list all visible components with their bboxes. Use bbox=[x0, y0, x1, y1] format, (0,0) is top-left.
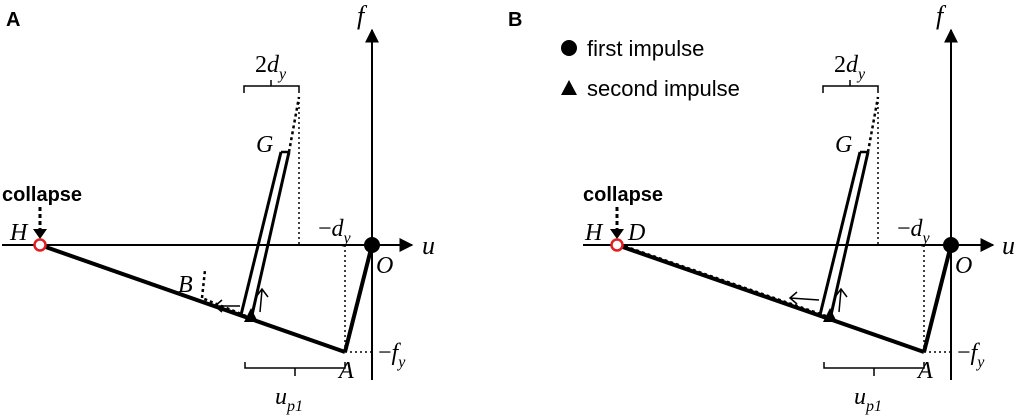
first-impulse-marker bbox=[943, 237, 959, 253]
point-g-label: G bbox=[835, 132, 852, 158]
f-axis-label: f bbox=[357, 1, 368, 30]
legend-first-impulse: first impulse bbox=[587, 36, 704, 61]
up-arrow bbox=[255, 287, 269, 313]
second-impulse-marker bbox=[823, 308, 837, 322]
collapse-marker bbox=[33, 238, 47, 252]
panel-label: A bbox=[6, 9, 20, 31]
elastic-branch-outer bbox=[818, 151, 862, 316]
legend-circle-icon bbox=[561, 40, 577, 56]
u-axis-label: u bbox=[1002, 231, 1015, 260]
left-arrow bbox=[213, 299, 240, 313]
collapse-label: collapse bbox=[2, 184, 82, 206]
dotted-path-d bbox=[620, 243, 827, 318]
dotted-branch-b bbox=[201, 296, 247, 318]
elastic-branch-inner bbox=[250, 151, 291, 316]
bracket-2dy bbox=[822, 80, 879, 93]
f-axis-label: f bbox=[936, 1, 947, 30]
label-up1: up1 bbox=[854, 384, 882, 415]
label-neg-fy: −fy bbox=[378, 340, 406, 371]
point-a-label: A bbox=[337, 358, 354, 384]
point-h-label: H bbox=[9, 220, 29, 246]
collapse-label: collapse bbox=[583, 184, 663, 206]
bracket-up1 bbox=[823, 362, 925, 376]
dotted-extension bbox=[866, 96, 880, 153]
unload-path-a-h bbox=[39, 243, 346, 354]
point-a-label: A bbox=[916, 358, 933, 384]
up-arrow bbox=[834, 287, 848, 313]
label-2dy: 2dy bbox=[255, 52, 287, 83]
panel-a: A f u O 2dy G −dy −fy A bbox=[2, 1, 435, 415]
bracket-up1 bbox=[244, 362, 346, 376]
panel-label: B bbox=[508, 9, 522, 31]
legend-triangle-icon bbox=[561, 80, 577, 95]
load-path-o-a bbox=[343, 244, 374, 353]
u-axis-label: u bbox=[422, 231, 435, 260]
point-d-label: D bbox=[627, 220, 645, 246]
origin-label: O bbox=[955, 253, 972, 279]
label-neg-dy: −dy bbox=[897, 216, 931, 247]
label-2dy: 2dy bbox=[834, 52, 866, 83]
label-up1: up1 bbox=[275, 384, 303, 415]
collapse-arrow-head bbox=[33, 229, 47, 239]
load-path-o-a bbox=[922, 244, 953, 353]
point-h-label: H bbox=[584, 220, 604, 246]
second-impulse-marker bbox=[244, 308, 258, 322]
dotted-extension bbox=[287, 96, 301, 153]
origin-label: O bbox=[376, 253, 393, 279]
unload-path-a-h bbox=[616, 243, 925, 354]
point-g-label: G bbox=[256, 132, 273, 158]
label-neg-fy: −fy bbox=[957, 340, 985, 371]
collapse-arrow-head bbox=[610, 229, 624, 239]
elastic-branch-inner bbox=[829, 151, 870, 316]
bracket-2dy bbox=[243, 80, 300, 93]
point-b-label: B bbox=[178, 272, 193, 298]
left-arrow bbox=[788, 291, 820, 305]
collapse-marker bbox=[610, 238, 624, 252]
first-impulse-marker bbox=[364, 237, 380, 253]
label-neg-dy: −dy bbox=[318, 216, 352, 247]
legend-second-impulse: second impulse bbox=[587, 76, 740, 101]
elastic-branch-outer bbox=[239, 151, 283, 316]
panel-b: B first impulse second impulse f u O 2dy… bbox=[508, 1, 1015, 415]
dotted-branch-b-up bbox=[200, 269, 207, 299]
